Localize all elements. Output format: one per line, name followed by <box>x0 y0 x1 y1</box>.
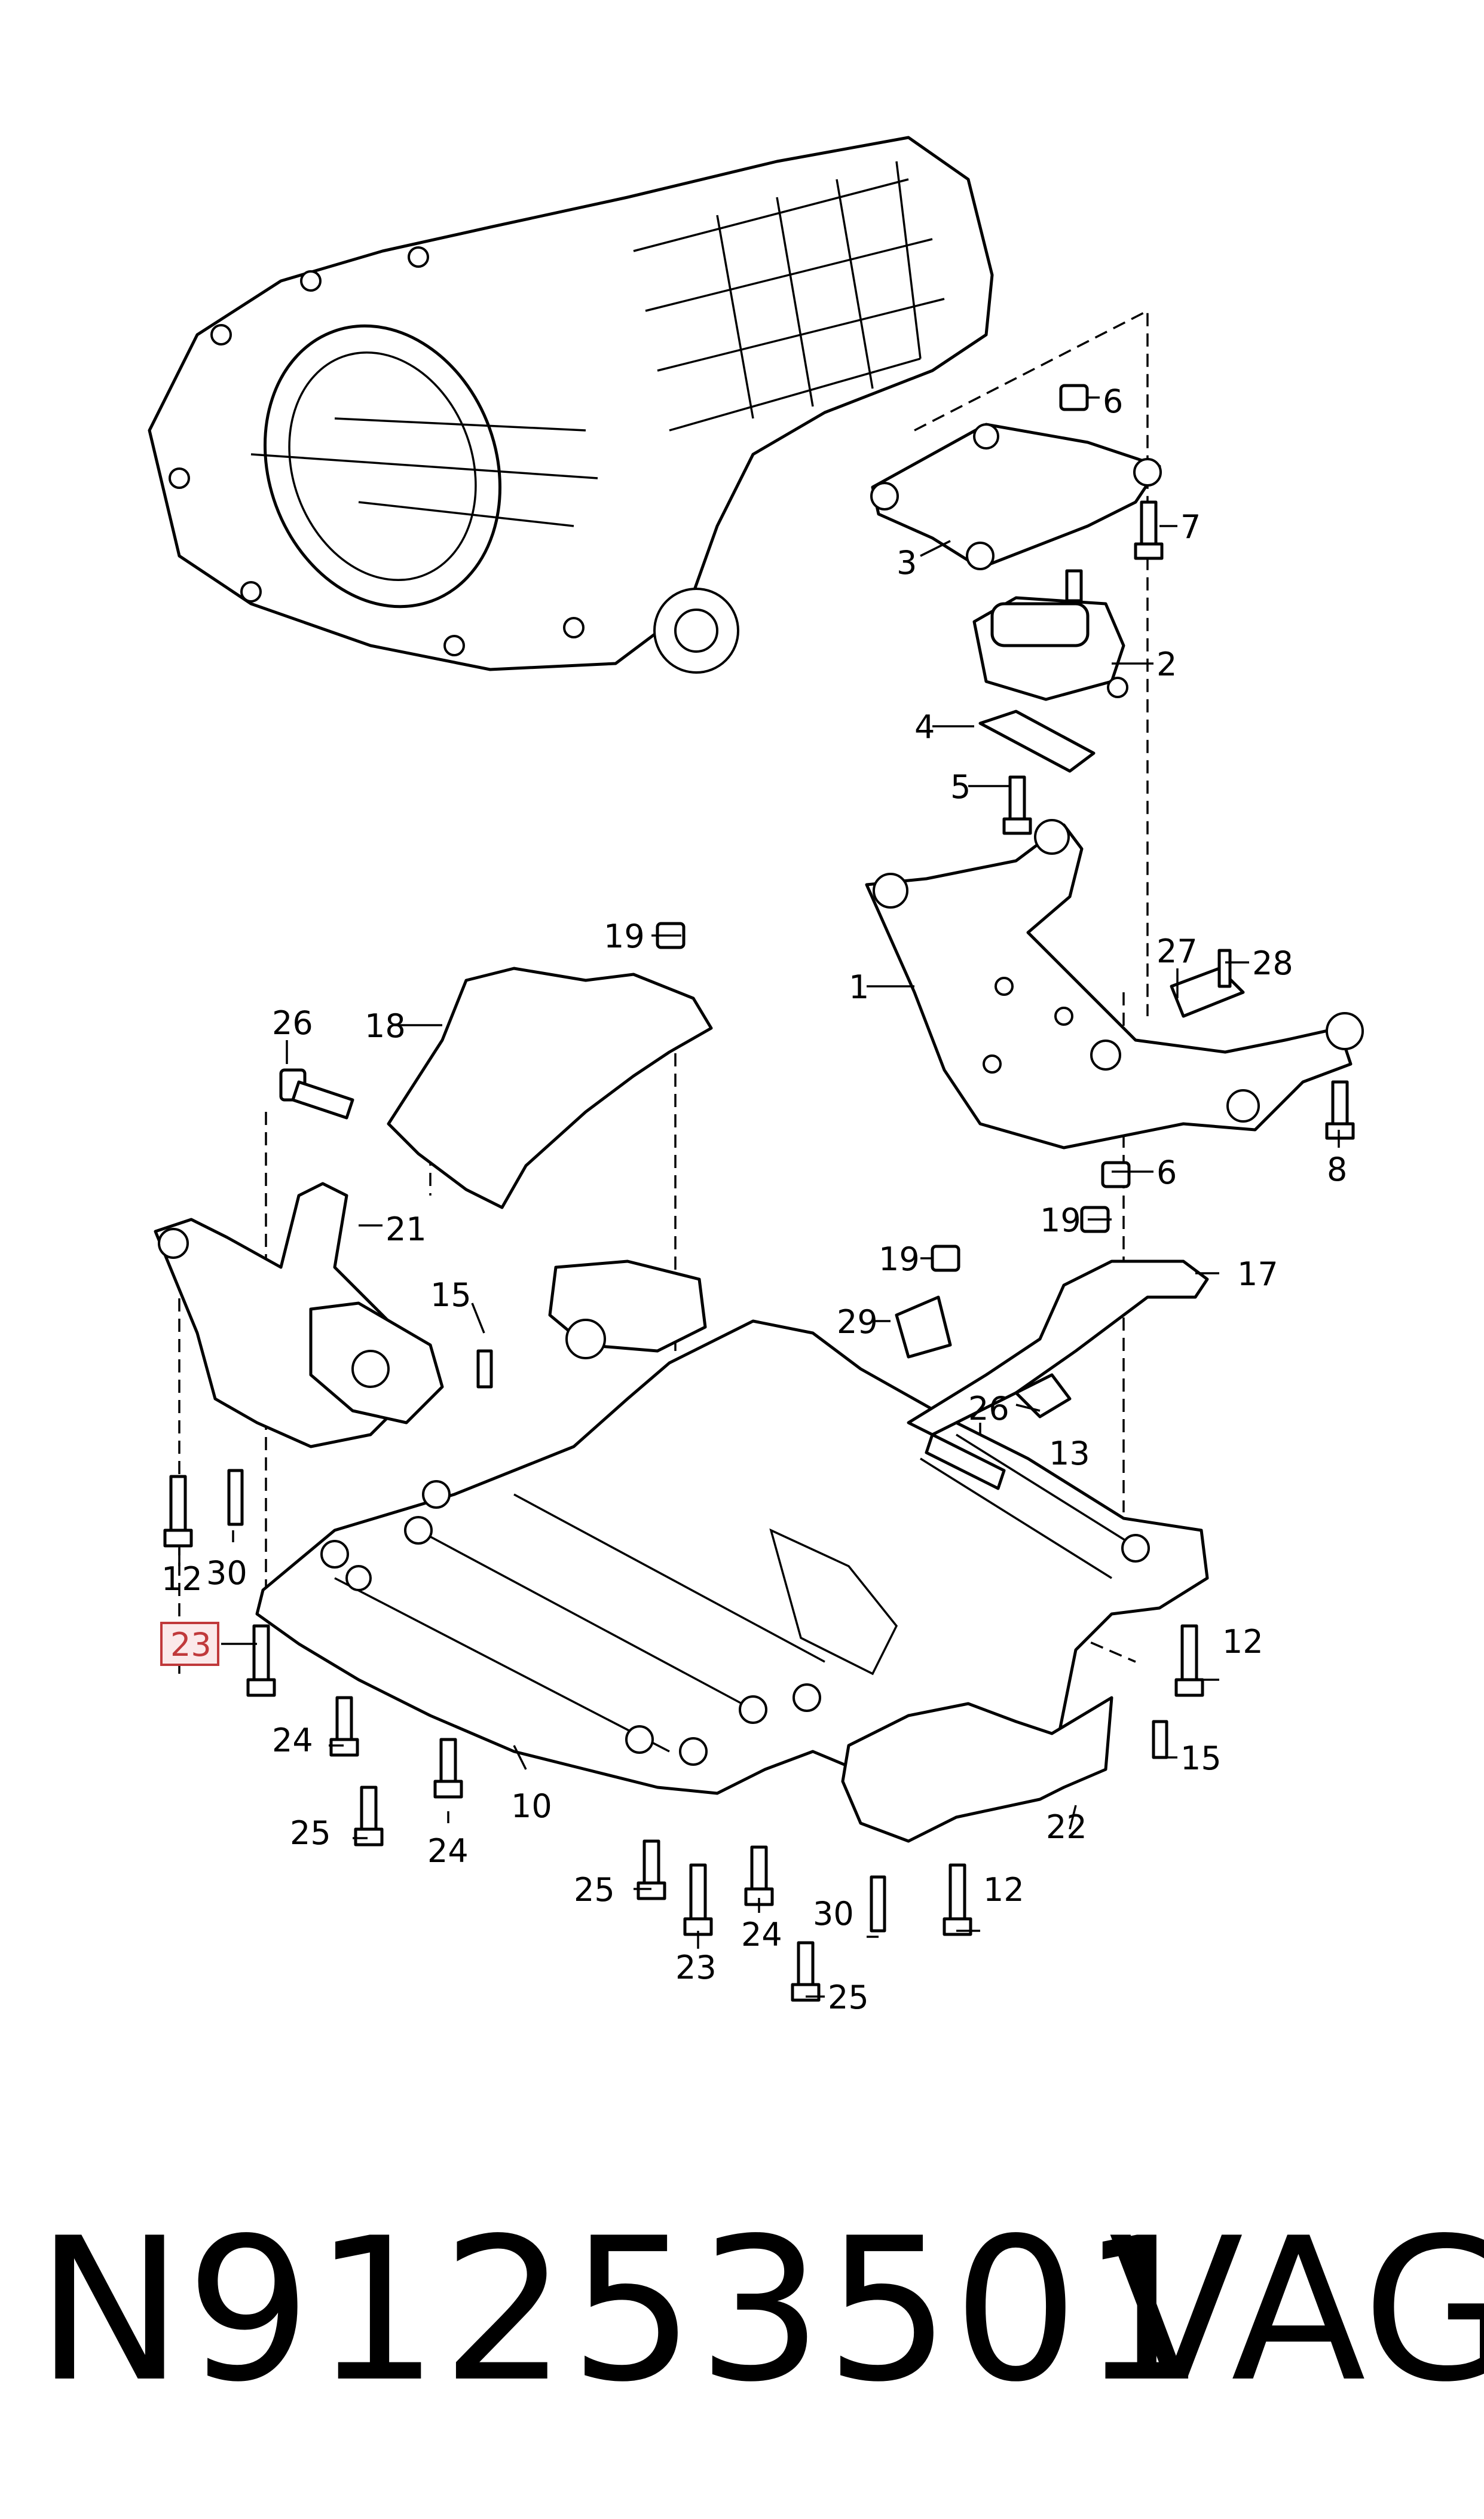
nut-icon <box>1059 384 1089 603</box>
bolt-icon <box>683 1863 713 1936</box>
bolt-icon <box>744 1845 774 1906</box>
callout-15: 15 <box>430 1276 472 1314</box>
callout-12: 12 <box>161 1560 203 1598</box>
bolt-icon <box>246 1624 276 1697</box>
bolt-icon <box>279 1068 354 1120</box>
callout-3: 3 <box>896 544 917 582</box>
callout-1: 1 <box>849 968 869 1006</box>
callout-24: 24 <box>272 1722 313 1759</box>
callout-2: 2 <box>1156 646 1177 683</box>
callout-5: 5 <box>950 768 971 806</box>
brand-name: VAG <box>1109 2196 1484 2425</box>
bolt-icon <box>227 1469 244 1526</box>
heat-shield <box>387 967 713 1209</box>
callout-13: 13 <box>1049 1435 1090 1472</box>
callout-19: 19 <box>879 1240 920 1278</box>
callout-6: 6 <box>1103 383 1123 420</box>
bolt-icon <box>1325 1080 1355 1140</box>
bolt-icon <box>1174 1624 1204 1697</box>
engine-bracket-left <box>154 1182 444 1448</box>
bracket-17 <box>907 1260 1209 1436</box>
callout-25: 25 <box>828 1979 869 2016</box>
callout-12: 12 <box>1222 1623 1263 1661</box>
callout-4: 4 <box>914 708 935 746</box>
bolt-icon <box>1134 500 1164 560</box>
transmission-mount <box>972 596 1128 701</box>
callout-15: 15 <box>1180 1740 1222 1777</box>
bolt-icon <box>943 1863 972 1936</box>
callout-19: 19 <box>1040 1202 1081 1239</box>
bracket-29 <box>895 1295 952 1359</box>
callout-10: 10 <box>511 1787 552 1825</box>
bolt-icon <box>870 1875 886 1933</box>
callout-29: 29 <box>837 1303 878 1341</box>
callout-23-highlighted: 23 <box>170 1626 212 1664</box>
callout-26: 26 <box>272 1004 313 1042</box>
screw <box>1217 949 1232 988</box>
clip <box>1170 967 1245 1018</box>
callout-30: 30 <box>813 1895 854 1933</box>
spacer-plate <box>978 710 1096 773</box>
callout-28: 28 <box>1252 944 1293 982</box>
bolt-icon <box>1152 1720 1168 1759</box>
mount-bracket <box>870 423 1162 570</box>
callout-26: 26 <box>968 1390 1009 1427</box>
callout-7: 7 <box>1180 508 1201 546</box>
callout-24: 24 <box>427 1832 469 1870</box>
callout-8: 8 <box>1327 1151 1347 1188</box>
bolt-icon <box>476 1349 493 1389</box>
callout-30: 30 <box>206 1554 247 1592</box>
transmission-drawing <box>148 136 994 674</box>
callout-19: 19 <box>604 918 645 955</box>
subframe-drawing <box>255 1260 1209 1795</box>
bolt-icon <box>329 1696 359 1757</box>
bolt-icon <box>791 1941 821 2002</box>
callout-25: 25 <box>290 1814 331 1852</box>
callout-25: 25 <box>574 1871 615 1909</box>
bolt-icon <box>354 1786 384 1847</box>
callout-23: 23 <box>675 1949 717 1986</box>
nut-icon <box>931 1245 960 1272</box>
callout-17: 17 <box>1237 1255 1278 1293</box>
callout-24: 24 <box>741 1916 782 1954</box>
callout-27: 27 <box>1156 933 1198 970</box>
bolt-icon <box>925 1433 1006 1490</box>
exploded-parts-diagram: 6 7 3 2 4 5 1 6 27 28 8 19 18 26 21 19 2… <box>148 136 1364 2016</box>
part-number: N91253501 <box>36 2196 1209 2425</box>
bolt-icon <box>433 1738 463 1799</box>
crossmember <box>865 819 1364 1150</box>
bolt-icon <box>1002 775 1032 835</box>
nut-icon <box>1101 1161 1131 1188</box>
bolt-icon <box>163 1475 193 1548</box>
callout-labels: 6 7 3 2 4 5 1 6 27 28 8 19 18 26 21 19 2… <box>160 383 1347 2016</box>
highlight-box <box>160 1622 219 1666</box>
callout-18: 18 <box>365 1007 406 1045</box>
callout-22: 22 <box>1046 1808 1087 1846</box>
engine-bracket-right <box>841 1696 1113 1843</box>
callout-6: 6 <box>1156 1154 1177 1191</box>
callout-21: 21 <box>385 1210 427 1248</box>
callout-12: 12 <box>983 1871 1024 1909</box>
